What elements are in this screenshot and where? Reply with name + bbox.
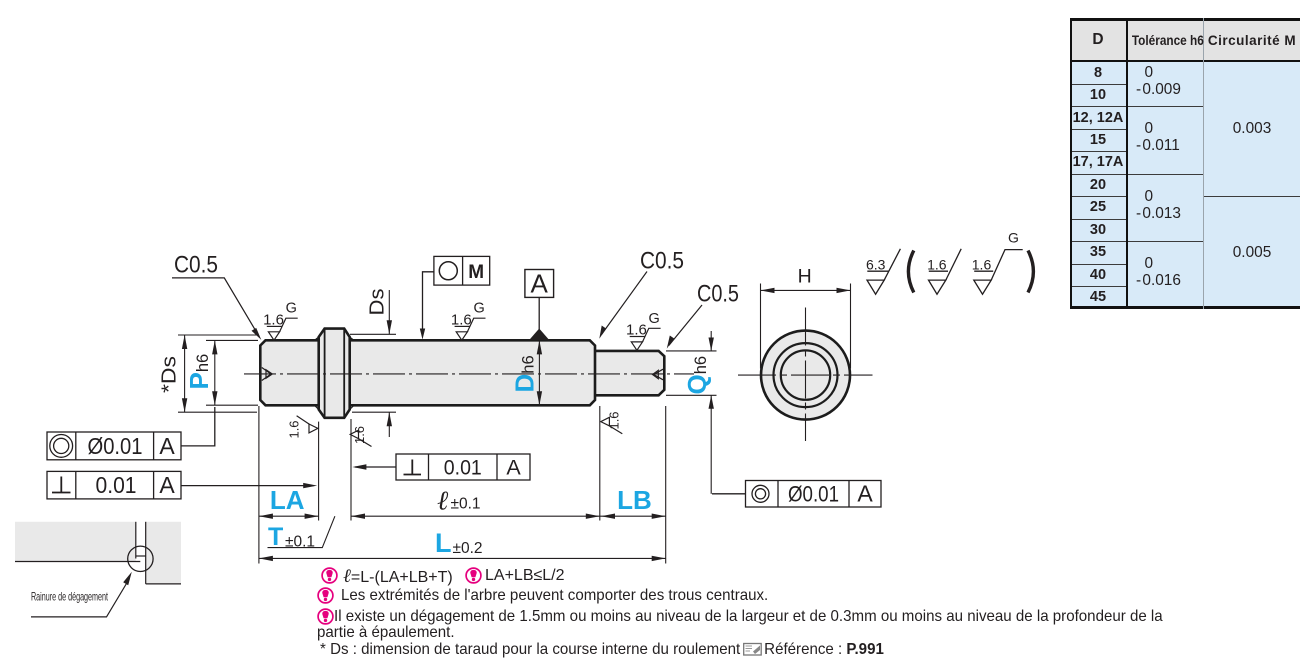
svg-text:Ds: Ds xyxy=(367,289,389,316)
svg-text:LA: LA xyxy=(270,485,305,515)
svg-text:C0.5: C0.5 xyxy=(640,248,684,275)
svg-text:±0.2: ±0.2 xyxy=(453,540,483,557)
svg-text:1.6: 1.6 xyxy=(607,411,622,429)
svg-text:C0.5: C0.5 xyxy=(174,252,218,279)
svg-text:C0.5: C0.5 xyxy=(697,281,739,308)
svg-text:A: A xyxy=(159,472,175,498)
svg-text:A: A xyxy=(506,456,521,480)
svg-text:Ø0.01: Ø0.01 xyxy=(88,433,143,459)
svg-text:±0.1: ±0.1 xyxy=(285,534,315,551)
svg-text:L: L xyxy=(435,528,452,558)
svg-text:Ø0.01: Ø0.01 xyxy=(788,482,839,507)
svg-text:1.6: 1.6 xyxy=(927,256,947,272)
svg-text:1.6: 1.6 xyxy=(352,426,367,444)
svg-text:A: A xyxy=(857,481,873,507)
svg-text:A: A xyxy=(531,269,549,299)
svg-text:H: H xyxy=(798,266,812,288)
svg-text:Rainure de dégagement: Rainure de dégagement xyxy=(31,590,108,604)
svg-text:M: M xyxy=(468,262,484,283)
svg-text:*Ds: *Ds xyxy=(159,356,181,393)
svg-text:ℓ: ℓ xyxy=(437,486,449,516)
svg-text:Ph6: Ph6 xyxy=(184,354,214,390)
svg-text:1.6: 1.6 xyxy=(287,420,302,438)
svg-text:LB: LB xyxy=(617,485,652,515)
svg-text:T: T xyxy=(268,523,283,551)
svg-text:0.01: 0.01 xyxy=(444,456,482,480)
svg-text:Qh6: Qh6 xyxy=(682,356,712,395)
svg-text:G: G xyxy=(1008,230,1019,246)
svg-text:0.01: 0.01 xyxy=(96,472,137,498)
svg-text:1.6: 1.6 xyxy=(972,256,992,272)
svg-text:±0.1: ±0.1 xyxy=(451,496,481,513)
svg-text:A: A xyxy=(159,433,175,459)
svg-text:6.3: 6.3 xyxy=(866,257,886,273)
